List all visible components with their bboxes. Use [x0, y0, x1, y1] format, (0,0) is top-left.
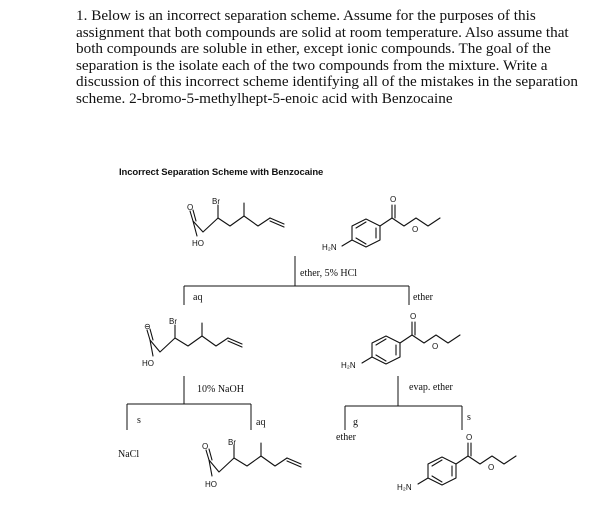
benzocaine-structure-top: O O H₂N — [322, 195, 441, 252]
aq-layer-label: aq — [256, 417, 265, 428]
carboxylate-structure-middle: ⊖ HO Br — [142, 317, 243, 368]
question-text: 1. Below is an incorrect separation sche… — [76, 7, 578, 107]
atom-o: O — [432, 342, 438, 351]
atom-br: Br — [228, 438, 236, 447]
g-label: g — [353, 417, 358, 428]
atom-br: Br — [212, 197, 220, 206]
aq-layer-label: aq — [193, 292, 202, 303]
step1-reagent-label: ether, 5% HCl — [300, 268, 357, 279]
atom-o: O — [488, 463, 494, 472]
atom-ho: HO — [205, 480, 217, 489]
nacl-label: NaCl — [118, 449, 139, 460]
bromo-acid-structure-bottom: O HO Br — [202, 438, 302, 489]
ether-bottom-label: ether — [336, 432, 357, 443]
atom-o: O — [390, 195, 396, 204]
atom-h2n: H₂N — [322, 243, 337, 252]
atom-o: O — [412, 225, 418, 234]
atom-h2n: H₂N — [341, 361, 356, 370]
atom-br: Br — [169, 317, 177, 326]
ether-layer-label: ether — [413, 292, 434, 303]
atom-o: O — [466, 433, 472, 442]
atom-o: O — [410, 312, 416, 321]
bromo-acid-structure-top: O HO Br — [187, 197, 285, 248]
s-left-label: s — [137, 415, 141, 426]
s-right-label: s — [467, 412, 471, 423]
atom-o: O — [202, 442, 208, 451]
atom-ho: HO — [192, 239, 204, 248]
benzocaine-structure-bottom: O O H₂N — [397, 433, 517, 492]
benzocaine-structure-middle: O O H₂N — [341, 312, 461, 370]
atom-o: O — [187, 203, 193, 212]
atom-o-minus: ⊖ — [144, 322, 151, 331]
atom-ho: HO — [142, 359, 154, 368]
atom-h2n: H₂N — [397, 483, 412, 492]
figure-title: Incorrect Separation Scheme with Benzoca… — [119, 167, 324, 178]
step2-reagent-label: 10% NaOH — [197, 384, 244, 395]
evap-ether-label: evap. ether — [409, 382, 454, 393]
